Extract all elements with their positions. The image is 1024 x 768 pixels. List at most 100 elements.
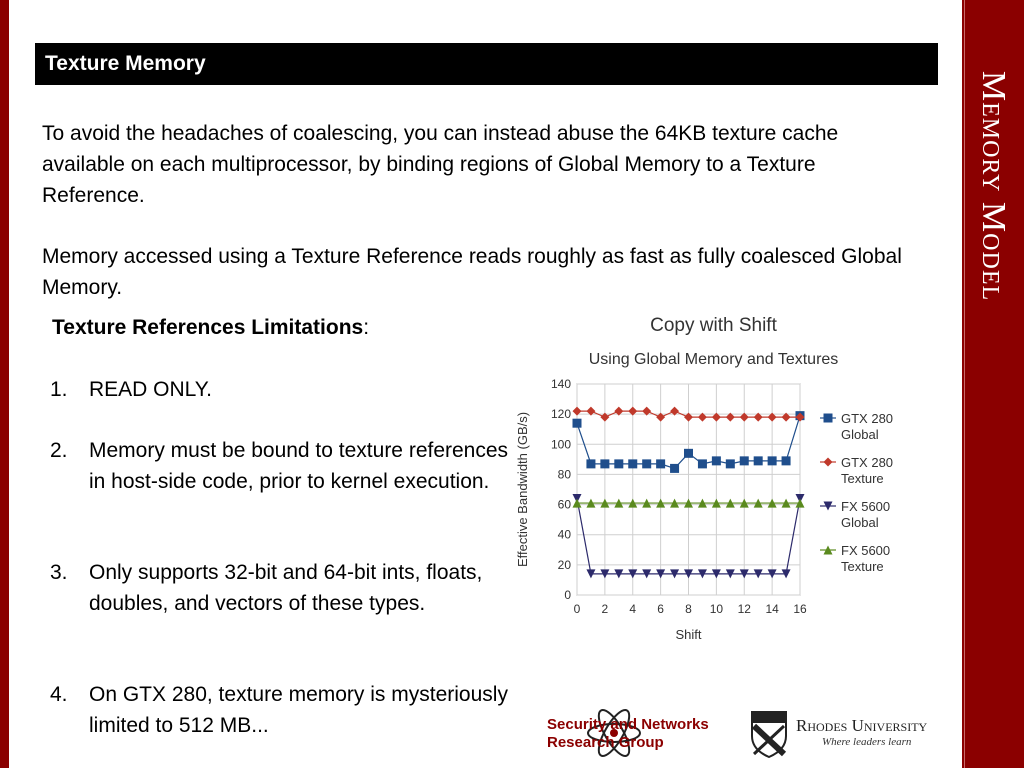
data-point	[656, 569, 666, 579]
data-point	[614, 569, 624, 579]
data-point	[586, 459, 596, 469]
chart-title: Copy with Shift	[650, 315, 777, 336]
x-tick-label: 4	[629, 602, 636, 616]
data-point	[795, 494, 805, 504]
limitation-number: 2.	[50, 439, 68, 462]
right-accent-bar	[962, 0, 1024, 768]
data-point	[600, 498, 610, 508]
y-tick-label: 60	[558, 498, 572, 512]
data-point	[684, 448, 693, 458]
data-point	[642, 459, 652, 469]
data-point	[684, 498, 693, 508]
x-axis-label: Shift	[675, 627, 701, 642]
data-point	[753, 498, 763, 508]
right-bar-divider	[964, 0, 965, 768]
y-tick-label: 120	[551, 407, 571, 421]
intro-paragraph: To avoid the headaches of coalescing, yo…	[42, 122, 839, 207]
snrg-name: Security and Networks Research Group	[547, 716, 709, 752]
data-point	[670, 569, 680, 579]
y-tick-label: 0	[564, 588, 571, 602]
slide-title: Texture Memory	[45, 52, 206, 75]
speed-paragraph: Memory accessed using a Texture Referenc…	[42, 245, 902, 299]
data-point	[656, 498, 666, 508]
section-title-vertical: Memory Model	[975, 70, 1012, 302]
x-tick-label: 6	[657, 602, 664, 616]
y-axis-label: Effective Bandwidth (GB/s)	[515, 412, 530, 567]
y-tick-label: 140	[551, 377, 571, 391]
data-point	[670, 406, 680, 416]
data-point	[753, 456, 763, 466]
legend-marker	[823, 501, 833, 511]
data-point	[725, 569, 735, 579]
data-point	[781, 412, 791, 422]
limitation-text: Memory must be bound to texture referenc…	[89, 439, 509, 493]
data-point	[572, 418, 582, 428]
limitation-number: 4.	[50, 683, 68, 706]
data-point	[586, 406, 596, 416]
data-point	[711, 498, 721, 508]
rhodes-tagline: Where leaders learn	[822, 736, 912, 748]
left-accent-bar	[0, 0, 9, 768]
rhodes-crest-icon	[751, 711, 787, 758]
slide-title-bar: Texture Memory	[35, 43, 938, 85]
legend-label: Global	[841, 515, 879, 530]
data-point	[656, 412, 666, 422]
data-point	[767, 412, 777, 422]
data-point	[600, 412, 610, 422]
data-point	[711, 569, 721, 579]
data-point	[628, 459, 638, 469]
data-point	[614, 406, 624, 416]
data-point	[614, 459, 624, 469]
data-point	[684, 569, 693, 579]
data-point	[642, 498, 652, 508]
data-point	[767, 456, 777, 466]
data-point	[614, 498, 624, 508]
x-tick-label: 0	[574, 602, 581, 616]
legend-marker	[823, 413, 833, 423]
x-tick-label: 12	[738, 602, 752, 616]
data-point	[711, 456, 721, 466]
legend-label: GTX 280	[841, 455, 893, 470]
data-point	[781, 569, 791, 579]
data-point	[642, 406, 652, 416]
data-point	[600, 459, 610, 469]
data-point	[697, 569, 707, 579]
legend-marker	[823, 545, 833, 555]
rhodes-university-name: Rhodes University	[796, 716, 928, 735]
data-point	[753, 569, 763, 579]
data-point	[697, 412, 707, 422]
limitations-heading-colon: :	[363, 316, 370, 339]
data-point	[725, 498, 735, 508]
data-point	[697, 459, 707, 469]
x-tick-label: 8	[685, 602, 692, 616]
data-point	[628, 406, 638, 416]
data-point	[572, 494, 582, 504]
data-point	[572, 406, 582, 416]
data-point	[739, 498, 749, 508]
data-point	[642, 569, 652, 579]
y-tick-label: 20	[558, 558, 572, 572]
x-tick-label: 14	[765, 602, 779, 616]
data-point	[739, 412, 749, 422]
data-point	[628, 569, 638, 579]
chart-subtitle: Using Global Memory and Textures	[589, 351, 839, 368]
data-point	[781, 498, 791, 508]
data-point	[586, 569, 596, 579]
data-point	[725, 412, 735, 422]
data-point	[739, 569, 749, 579]
data-point	[684, 412, 693, 422]
x-tick-label: 16	[793, 602, 807, 616]
data-point	[670, 498, 680, 508]
data-point	[725, 459, 735, 469]
legend-label: Global	[841, 427, 879, 442]
data-point	[586, 498, 596, 508]
data-point	[572, 498, 582, 508]
data-point	[711, 412, 721, 422]
data-point	[739, 456, 749, 466]
limitations-heading: Texture References Limitations:	[52, 312, 369, 343]
data-point	[767, 569, 777, 579]
y-tick-label: 80	[558, 467, 572, 481]
data-point	[628, 498, 638, 508]
legend-label: Texture	[841, 559, 884, 574]
legend-label: GTX 280	[841, 411, 893, 426]
